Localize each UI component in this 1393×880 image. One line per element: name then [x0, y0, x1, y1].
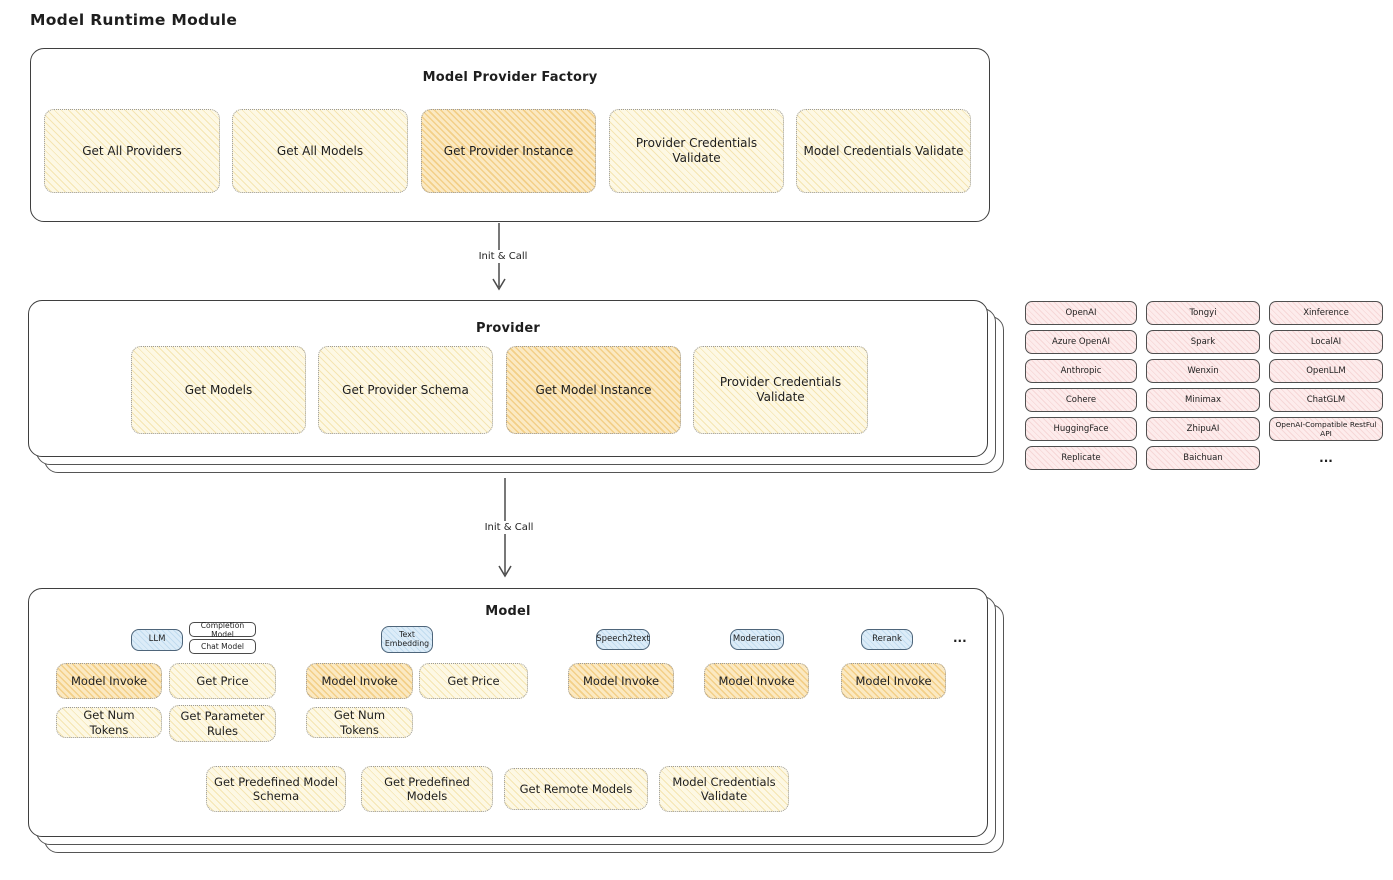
provider-item-localai: LocalAI	[1269, 330, 1383, 354]
llm-get-price: Get Price	[169, 663, 276, 699]
moderation-model-invoke: Model Invoke	[704, 663, 809, 699]
factory-container: Model Provider Factory Get All Providers…	[30, 48, 990, 222]
model-get-predefined-model-schema: Get Predefined Model Schema	[206, 766, 346, 812]
arrow-bottom-label: Init & Call	[460, 521, 558, 534]
model-container: Model LLM Completion Model Chat Model Te…	[28, 588, 988, 837]
tab-text-embedding: Text Embedding	[381, 626, 433, 653]
llm-get-parameter-rules: Get Parameter Rules	[169, 705, 276, 742]
tab-moderation: Moderation	[730, 629, 784, 650]
provider-item-openai-compatible-restful-api: OpenAI-Compatible RestFul API	[1269, 417, 1383, 441]
tab-rerank: Rerank	[861, 629, 913, 650]
model-get-predefined-models: Get Predefined Models	[361, 766, 493, 812]
tab-completion-model: Completion Model	[189, 621, 256, 639]
factory-provider-credentials-validate: Provider Credentials Validate	[609, 109, 784, 193]
text-embedding-model-invoke: Model Invoke	[306, 663, 413, 699]
provider-provider-credentials-validate: Provider Credentials Validate	[693, 346, 868, 434]
provider-item-tongyi: Tongyi	[1146, 301, 1260, 325]
tab-chat-model: Chat Model	[189, 639, 256, 654]
model-title: Model	[485, 604, 531, 619]
model-model-credentials-validate: Model Credentials Validate	[659, 766, 789, 812]
provider-item-more: ...	[1319, 451, 1333, 465]
provider-item-cohere: Cohere	[1025, 388, 1137, 412]
page-title: Model Runtime Module	[30, 11, 238, 29]
factory-get-all-models: Get All Models	[232, 109, 408, 193]
provider-item-spark: Spark	[1146, 330, 1260, 354]
provider-container: Provider Get Models Get Provider Schema …	[28, 300, 988, 457]
providers-list: OpenAI Tongyi Xinference Azure OpenAI Sp…	[1025, 301, 1383, 470]
provider-item-openllm: OpenLLM	[1269, 359, 1383, 383]
provider-item-zhipuai: ZhipuAI	[1146, 417, 1260, 441]
factory-get-all-providers: Get All Providers	[44, 109, 220, 193]
provider-item-wenxin: Wenxin	[1146, 359, 1260, 383]
provider-item-chatglm: ChatGLM	[1269, 388, 1383, 412]
tab-speech2text: Speech2text	[596, 629, 650, 650]
provider-item-openai: OpenAI	[1025, 301, 1137, 325]
provider-title: Provider	[476, 321, 540, 336]
provider-item-baichuan: Baichuan	[1146, 446, 1260, 470]
provider-get-models: Get Models	[131, 346, 306, 434]
provider-item-xinference: Xinference	[1269, 301, 1383, 325]
provider-item-azure-openai: Azure OpenAI	[1025, 330, 1137, 354]
text-embedding-get-price: Get Price	[419, 663, 528, 699]
text-embedding-get-num-tokens: Get Num Tokens	[306, 707, 413, 738]
model-get-remote-models: Get Remote Models	[504, 768, 648, 810]
factory-model-credentials-validate: Model Credentials Validate	[796, 109, 971, 193]
speech2text-model-invoke: Model Invoke	[568, 663, 674, 699]
llm-model-invoke: Model Invoke	[56, 663, 162, 699]
rerank-model-invoke: Model Invoke	[841, 663, 946, 699]
tabs-more: ...	[953, 631, 967, 645]
llm-get-num-tokens: Get Num Tokens	[56, 707, 162, 738]
factory-get-provider-instance: Get Provider Instance	[421, 109, 596, 193]
arrow-top-label: Init & Call	[454, 250, 552, 263]
provider-item-huggingface: HuggingFace	[1025, 417, 1137, 441]
factory-title: Model Provider Factory	[422, 70, 598, 85]
provider-get-provider-schema: Get Provider Schema	[318, 346, 493, 434]
provider-item-minimax: Minimax	[1146, 388, 1260, 412]
provider-item-anthropic: Anthropic	[1025, 359, 1137, 383]
provider-get-model-instance: Get Model Instance	[506, 346, 681, 434]
provider-item-replicate: Replicate	[1025, 446, 1137, 470]
tab-llm: LLM	[131, 629, 183, 651]
